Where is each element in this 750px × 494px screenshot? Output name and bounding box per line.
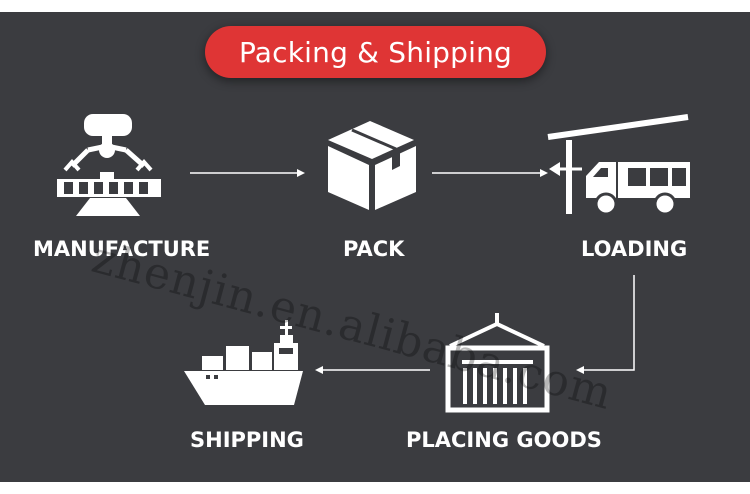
box-icon — [328, 121, 416, 210]
arrow-loading-to-placing-goods — [576, 275, 635, 374]
robotic-arm-conveyor-icon — [57, 114, 161, 216]
title-pill: Packing & Shipping — [205, 26, 546, 78]
cargo-ship-icon — [184, 320, 303, 405]
step-label-pack: PACK — [343, 237, 405, 261]
step-label-loading: LOADING — [581, 237, 688, 261]
shipping-container-crane-icon — [445, 313, 550, 413]
diagram-title: Packing & Shipping — [238, 35, 513, 69]
truck-loading-dock-icon — [547, 114, 690, 216]
step-label-shipping: SHIPPING — [190, 428, 304, 452]
step-label-placing-goods: PLACING GOODS — [406, 428, 602, 452]
step-label-manufacture: MANUFACTURE — [33, 237, 211, 261]
diagram-panel — [0, 12, 750, 482]
